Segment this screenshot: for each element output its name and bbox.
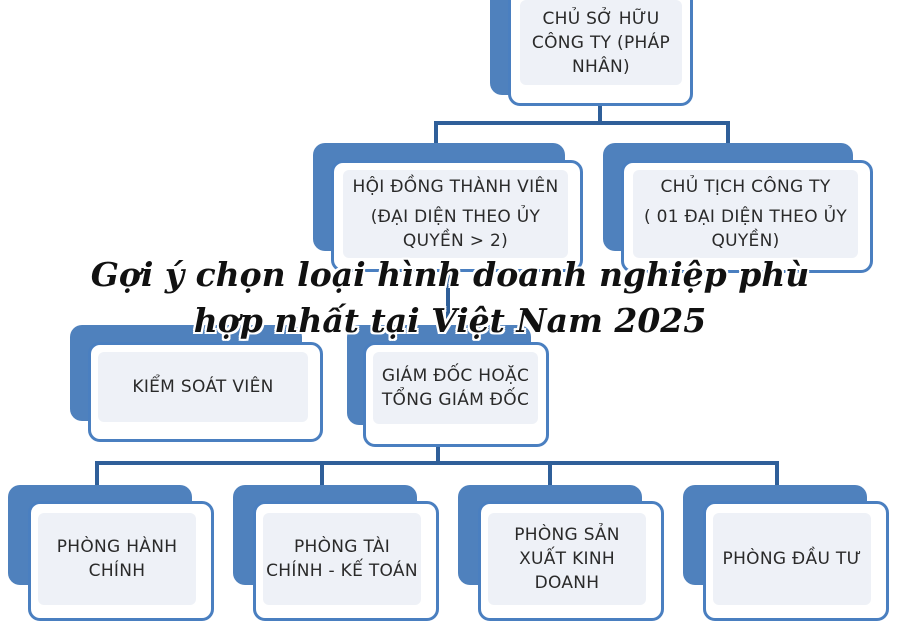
node-dept-production-business: PHÒNG SẢN XUẤT KINH DOANH <box>458 485 666 621</box>
title-line-1: Gợi ý chọn loại hình doanh nghiệp phù <box>90 255 810 294</box>
dept-1-line-2: CHÍNH <box>88 561 146 581</box>
overlay-title: Gợi ý chọn loại hình doanh nghiệp phù hợ… <box>0 252 900 344</box>
connector-to-chairman <box>726 121 730 145</box>
members-council-line-2: (ĐẠI DIỆN THEO ỦY <box>370 207 541 227</box>
dept-3-line-3: DOANH <box>534 573 600 593</box>
connector-row4-horizontal <box>95 461 779 465</box>
title-line-2: hợp nhất tại Việt Nam 2025 <box>193 301 707 340</box>
connector-to-dept-1 <box>95 461 99 487</box>
connector-to-dept-3 <box>548 461 552 487</box>
node-controller: KIỂM SOÁT VIÊN <box>70 325 325 443</box>
dept-4-line-1: PHÒNG ĐẦU TƯ <box>722 549 862 569</box>
connector-council-to-director <box>446 268 450 328</box>
chairman-line-2: ( 01 ĐẠI DIỆN THEO ỦY <box>643 207 848 227</box>
director-line-1: GIÁM ĐỐC HOẶC <box>381 366 530 386</box>
node-dept-finance-accounting: PHÒNG TÀI CHÍNH - KẾ TOÁN <box>233 485 441 621</box>
node-members-council: HỘI ĐỒNG THÀNH VIÊN (ĐẠI DIỆN THEO ỦY QU… <box>313 143 585 273</box>
chairman-line-1: CHỦ TỊCH CÔNG TY <box>660 177 831 197</box>
dept-1-line-1: PHÒNG HÀNH <box>56 537 178 557</box>
owner-line-2: CÔNG TY (PHÁP <box>531 32 671 53</box>
node-company-chairman: CHỦ TỊCH CÔNG TY ( 01 ĐẠI DIỆN THEO ỦY Q… <box>603 143 875 275</box>
controller-line-1: KIỂM SOÁT VIÊN <box>132 377 274 397</box>
owner-line-1: CHỦ SỞ HỮU <box>542 8 660 29</box>
owner-line-3: NHÂN) <box>572 56 630 77</box>
dept-2-line-2: CHÍNH - KẾ TOÁN <box>266 561 418 581</box>
connector-to-members-council <box>434 121 438 145</box>
connector-to-dept-2 <box>320 461 324 487</box>
members-council-line-1: HỘI ĐỒNG THÀNH VIÊN <box>352 177 559 197</box>
members-council-line-3: QUYỀN > 2) <box>402 231 509 251</box>
connector-row2-horizontal <box>434 121 730 125</box>
dept-2-line-1: PHÒNG TÀI <box>293 537 391 557</box>
chairman-line-3: QUYỀN) <box>711 231 780 251</box>
node-dept-investment: PHÒNG ĐẦU TƯ <box>683 485 891 621</box>
connector-to-dept-4 <box>775 461 779 487</box>
node-dept-administration: PHÒNG HÀNH CHÍNH <box>8 485 216 621</box>
node-director: GIÁM ĐỐC HOẶC TỔNG GIÁM ĐỐC <box>347 325 551 449</box>
connector-owner-down <box>598 105 602 124</box>
dept-3-line-2: XUẤT KINH <box>519 549 615 569</box>
dept-3-line-1: PHÒNG SẢN <box>514 525 620 545</box>
director-line-2: TỔNG GIÁM ĐỐC <box>381 390 530 410</box>
node-company-owner: CHỦ SỞ HỮU CÔNG TY (PHÁP NHÂN) <box>490 0 695 107</box>
connector-director-down <box>436 446 440 464</box>
